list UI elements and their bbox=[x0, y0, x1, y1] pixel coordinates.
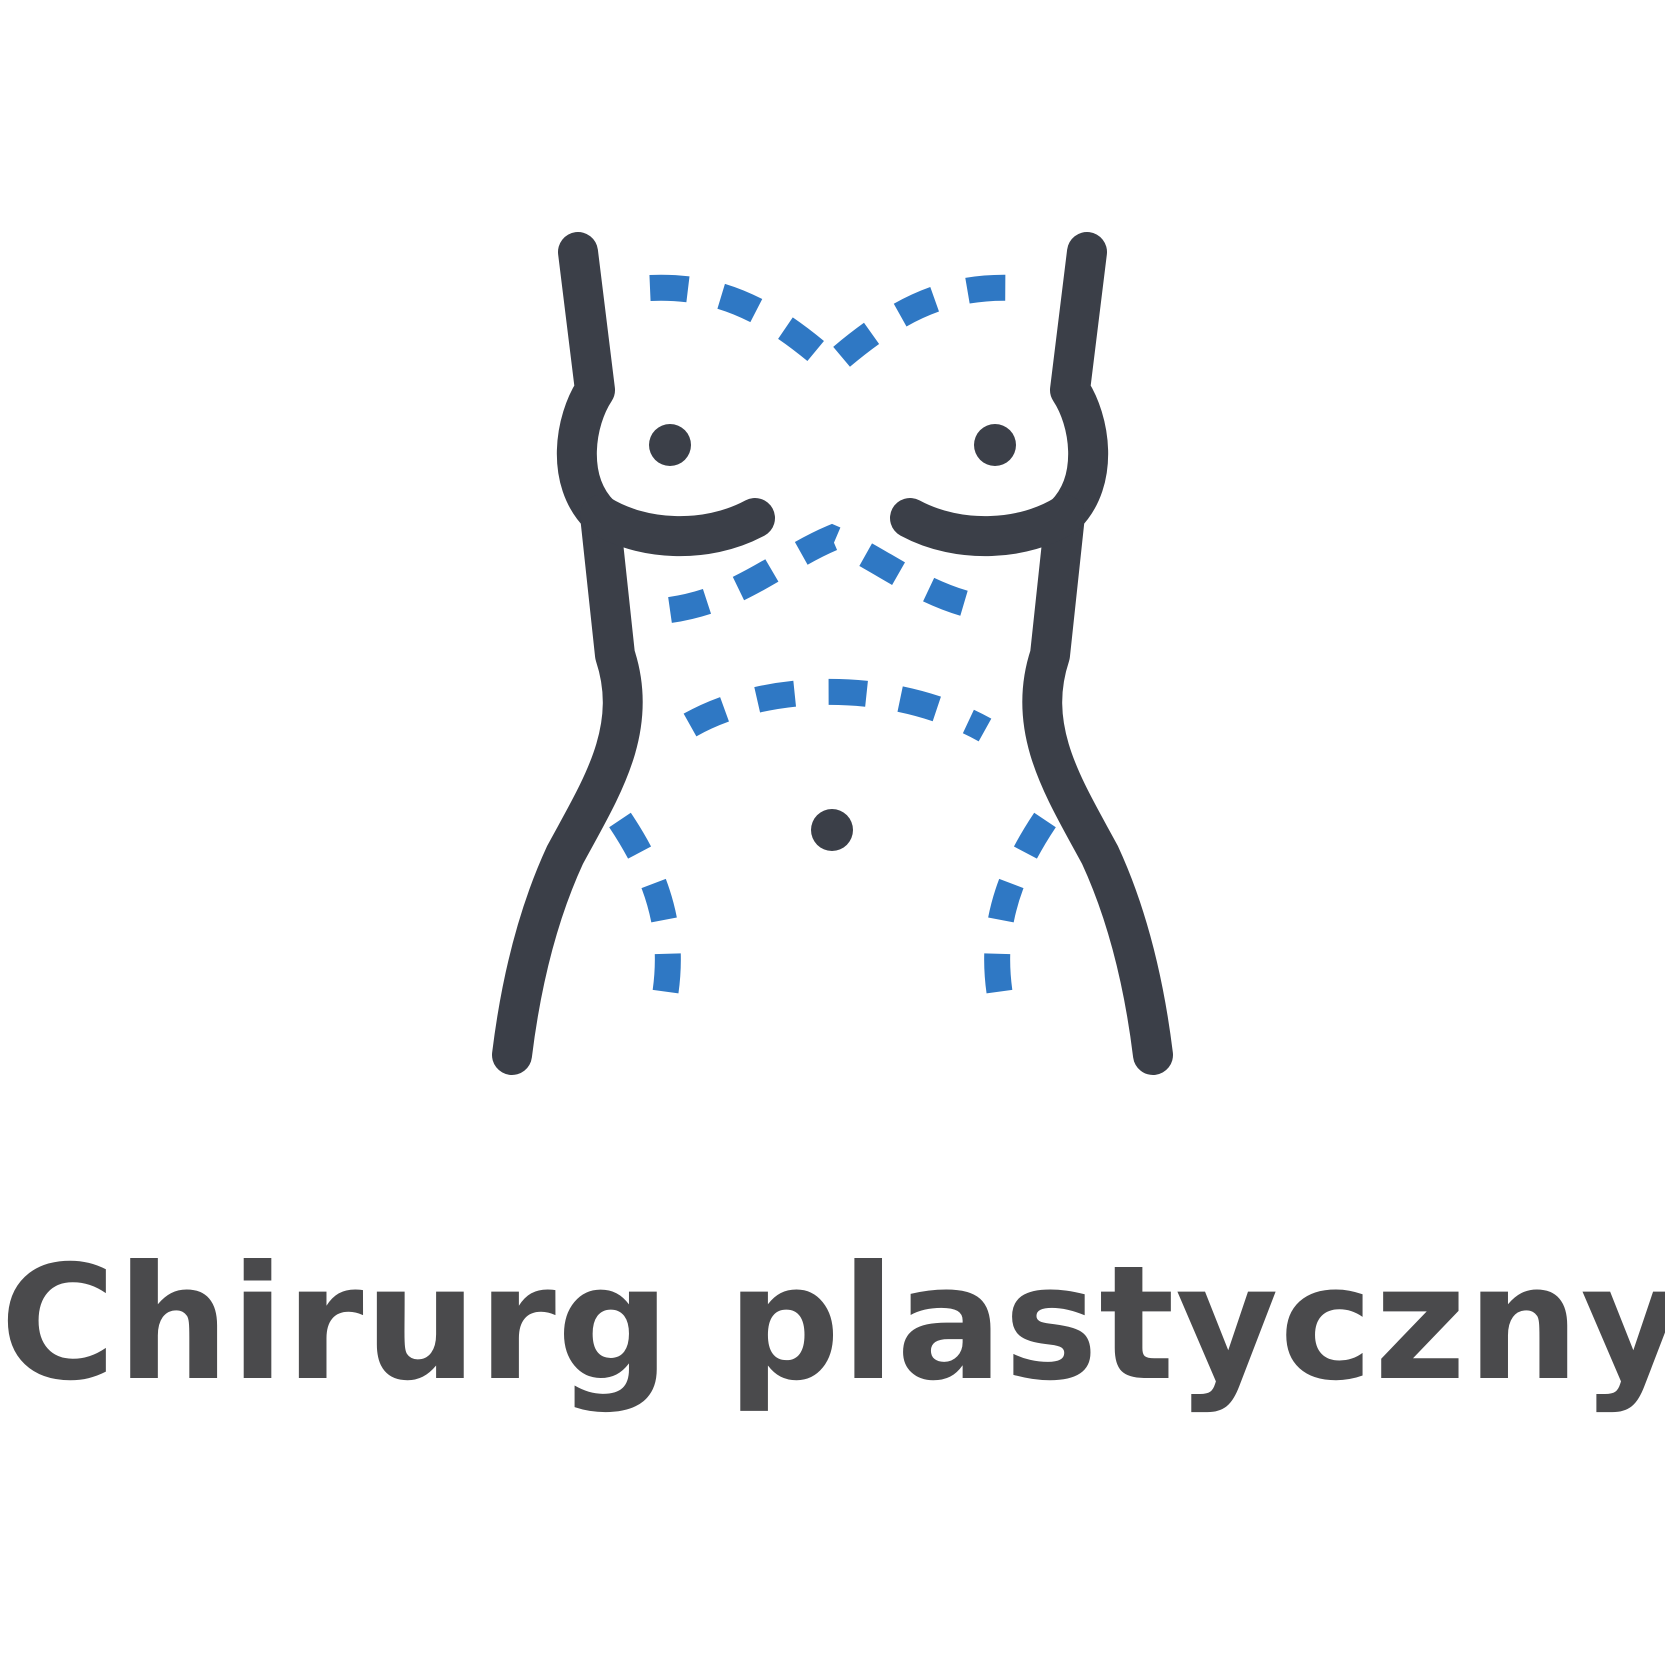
specialty-caption: Chirurg plastyczny bbox=[0, 1232, 1665, 1416]
torso-surgery-lines-icon bbox=[492, 232, 1173, 1075]
under-breast-guide bbox=[667, 523, 998, 623]
waist-guide bbox=[683, 678, 992, 742]
right-nipple-dot bbox=[974, 424, 1016, 466]
left-torso-outline bbox=[492, 232, 643, 1075]
incision-guides bbox=[609, 274, 1056, 1024]
body-outline bbox=[492, 232, 1173, 1075]
body-dots bbox=[649, 424, 1016, 851]
right-hip-guide bbox=[984, 812, 1056, 1024]
upper-chest-guide bbox=[649, 274, 1016, 383]
left-breast-curve bbox=[580, 495, 775, 557]
left-nipple-dot bbox=[649, 424, 691, 466]
navel-dot bbox=[811, 809, 853, 851]
left-hip-guide bbox=[609, 812, 681, 1024]
right-torso-outline bbox=[1022, 232, 1173, 1075]
right-breast-curve bbox=[890, 495, 1085, 557]
